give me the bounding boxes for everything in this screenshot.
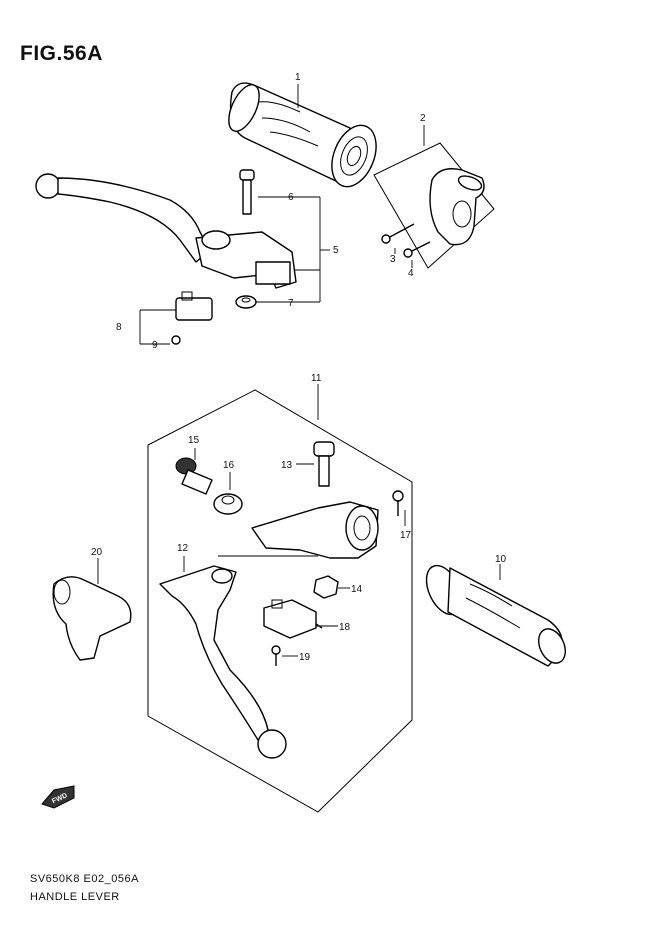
callout-19: 19 [299, 652, 311, 663]
housing-frame [373, 142, 495, 269]
callout-4: 4 [408, 268, 414, 279]
left-grip-part [425, 564, 566, 667]
screw-part [271, 645, 281, 666]
nut-part [313, 575, 339, 599]
model-code: SV650K8 E02_056A [30, 873, 139, 885]
callout-15: 15 [188, 435, 200, 446]
callout-11: 11 [311, 373, 322, 384]
pivot-bolt-part [239, 169, 255, 215]
nut-part [235, 295, 257, 309]
brake-switch-part [175, 291, 213, 321]
callout-6: 6 [288, 192, 294, 203]
figure-title: FIG.56A [20, 42, 103, 65]
callout-1: 1 [295, 72, 301, 83]
clutch-lever-part [159, 565, 287, 759]
callout-16: 16 [223, 460, 235, 471]
callout-9: 9 [152, 340, 158, 351]
screw-part [403, 241, 431, 258]
callout-5: 5 [333, 245, 339, 256]
pivot-bolt-part [313, 441, 335, 487]
callout-10: 10 [495, 554, 507, 565]
callout-12: 12 [177, 543, 189, 554]
clutch-bracket-part [251, 501, 379, 559]
brake-lever-part [35, 173, 297, 289]
screw-part [392, 490, 404, 516]
adjuster-nut-part [213, 493, 243, 515]
screw-part [171, 335, 181, 345]
callout-2: 2 [420, 113, 426, 124]
callout-8: 8 [116, 322, 122, 333]
switch-housing-part [52, 576, 132, 661]
callout-20: 20 [91, 547, 103, 558]
screw-part [381, 223, 415, 244]
callout-3: 3 [390, 254, 396, 265]
throttle-grip-part [228, 82, 377, 188]
clutch-switch-part [263, 599, 323, 639]
callout-7: 7 [288, 298, 294, 309]
throttle-housing-part [429, 168, 485, 246]
fwd-arrow-icon [41, 785, 75, 809]
adjuster-bolt-part [175, 457, 213, 495]
figure-name: HANDLE LEVER [30, 891, 120, 903]
callout-18: 18 [339, 622, 351, 633]
callout-13: 13 [281, 460, 293, 471]
callout-14: 14 [351, 584, 363, 595]
clutch-assy-frame [147, 389, 413, 813]
callout-17: 17 [400, 530, 412, 541]
